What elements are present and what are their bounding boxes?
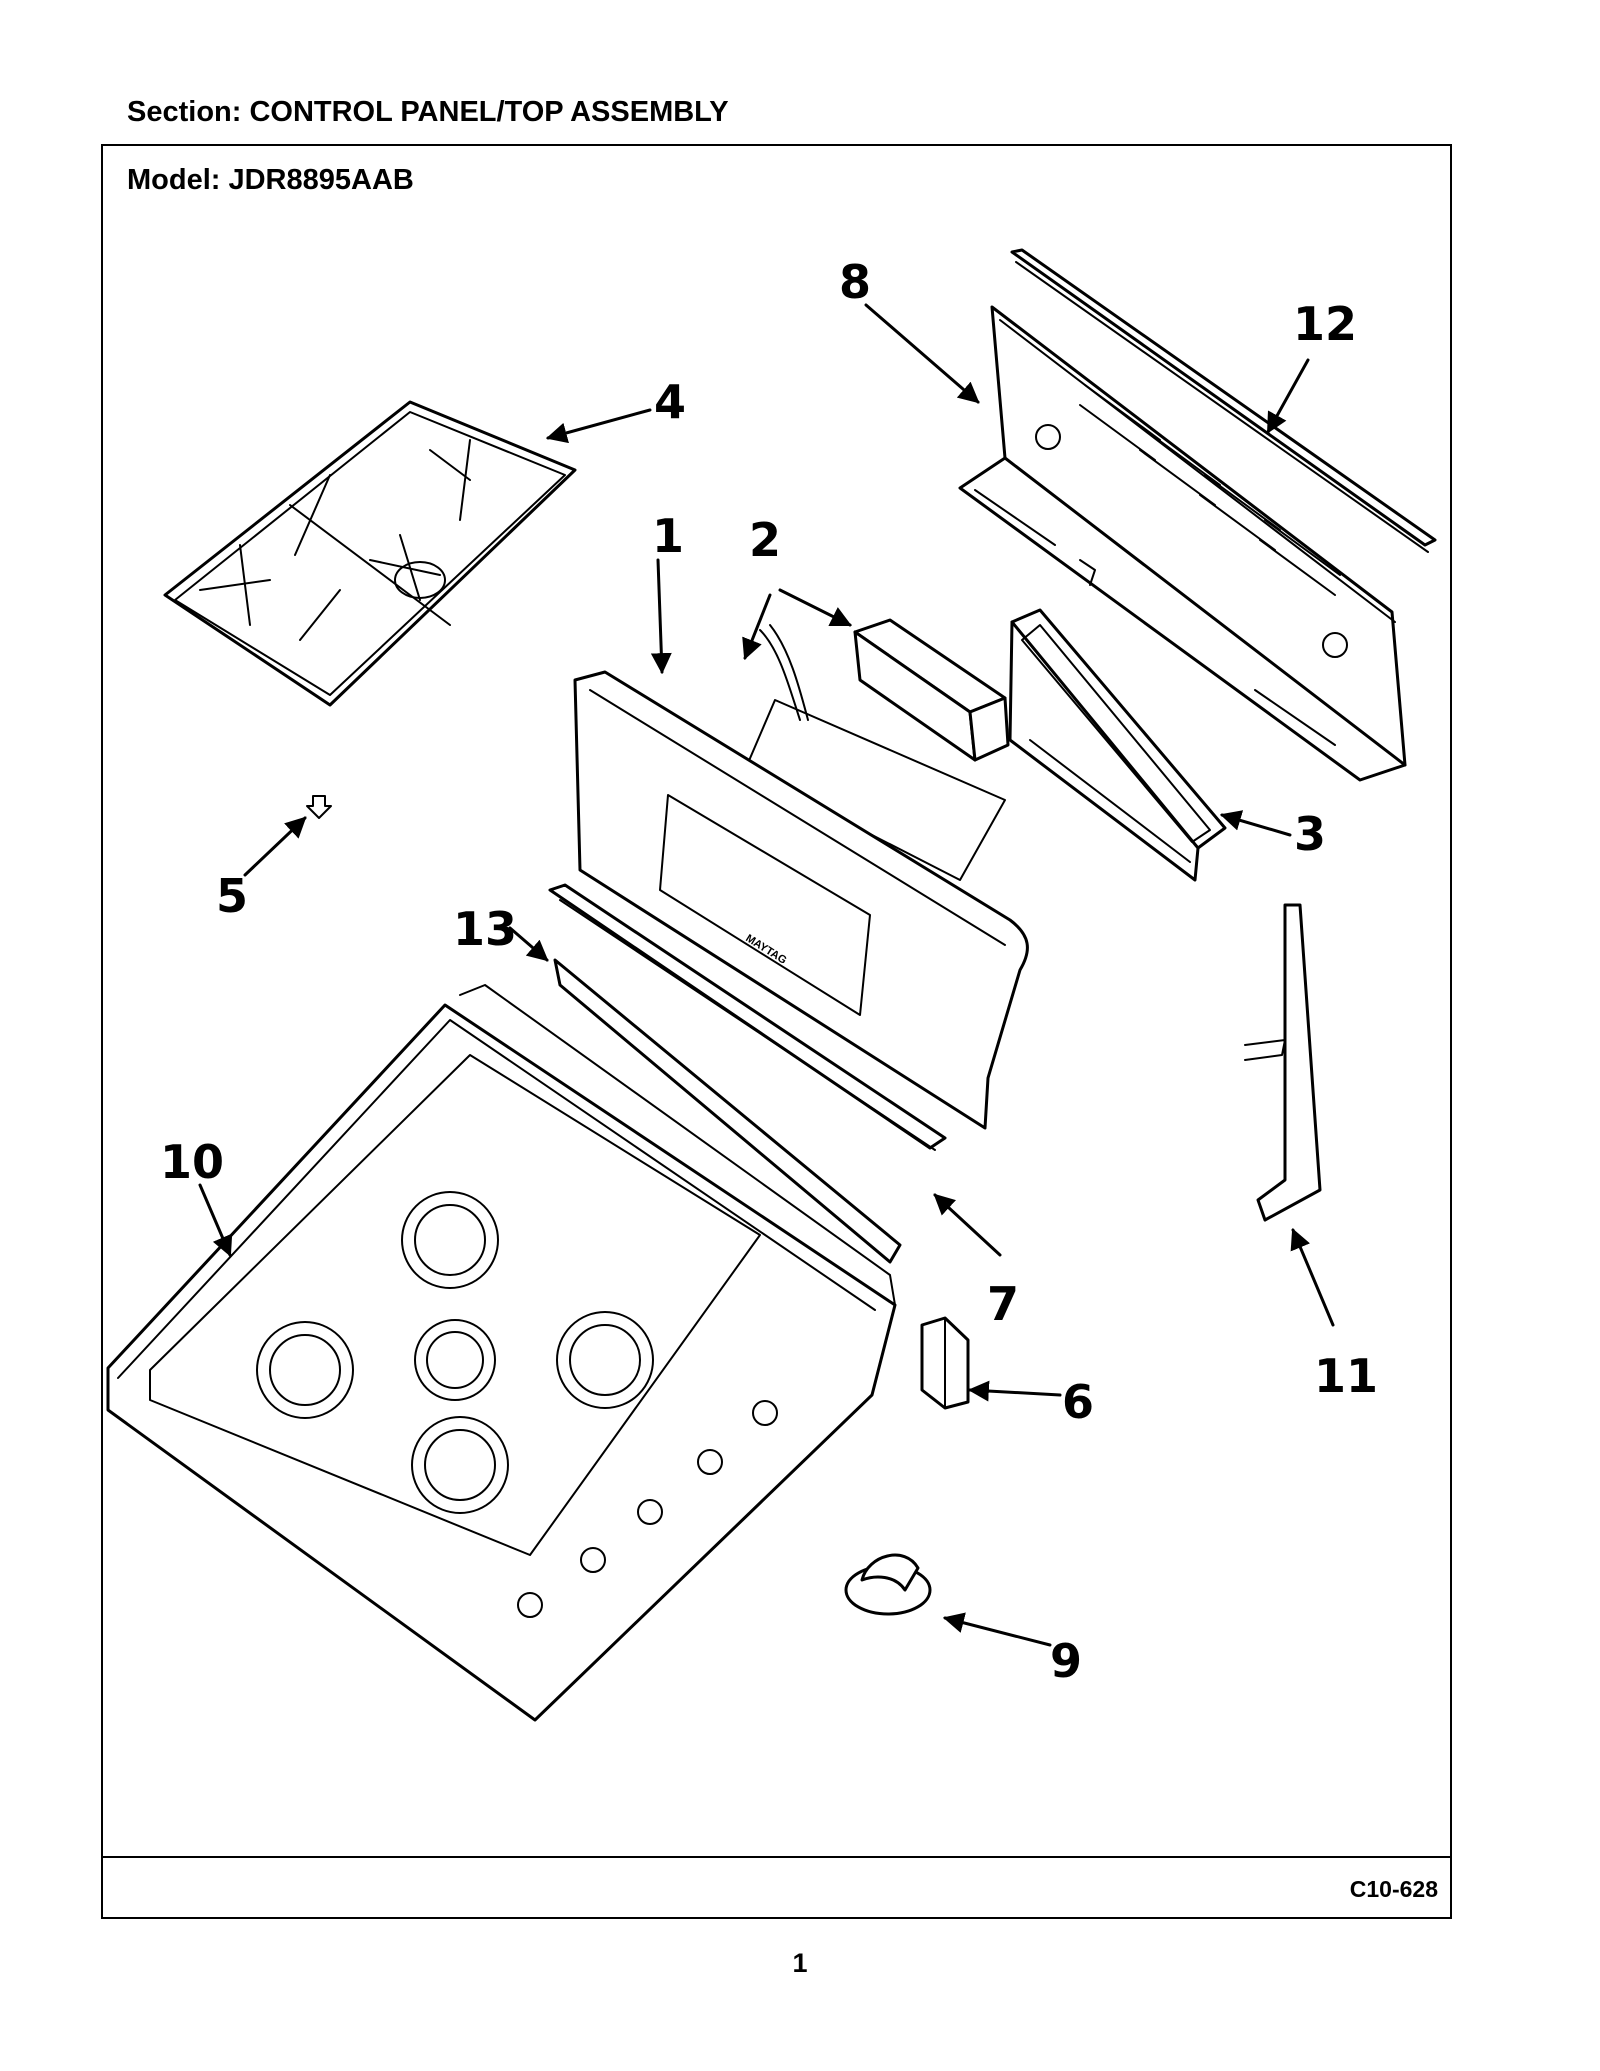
callout-9: 9	[1050, 1634, 1082, 1688]
diagram-code: C10-628	[1349, 1876, 1438, 1902]
callout-labels: 1 2 3 4 5 6 7 8 9 10 11 12 13	[160, 255, 1378, 1688]
callout-8: 8	[839, 255, 871, 309]
callout-2: 2	[749, 513, 781, 567]
callout-6: 6	[1062, 1375, 1094, 1429]
callout-4: 4	[654, 375, 686, 429]
callout-7: 7	[987, 1277, 1019, 1331]
part-3-window-frame	[1008, 608, 1227, 882]
cooktop-knob-positions	[517, 1400, 778, 1618]
part-2-electronic-control	[744, 618, 1010, 881]
callout-12: 12	[1293, 297, 1357, 351]
callout-3: 3	[1294, 807, 1326, 861]
part-13-panel-trim	[548, 883, 947, 1264]
footer-divider	[103, 1856, 1450, 1858]
part-10-cooktop	[106, 984, 897, 1722]
diagram-frame: Model: JDR8895AAB C10-628	[101, 144, 1452, 1919]
model-title: Model: JDR8895AAB	[127, 164, 414, 196]
part-1-control-panel: MAYTAG	[573, 670, 1029, 1130]
callout-1: 1	[652, 509, 684, 563]
cooktop-burners	[256, 1191, 654, 1514]
section-title: Section: CONTROL PANEL/TOP ASSEMBLY	[127, 96, 729, 128]
callout-arrows	[198, 303, 1335, 1647]
callout-10: 10	[160, 1135, 224, 1189]
part-8-backguard-panel	[958, 305, 1407, 782]
part-11-side-bracket	[1244, 903, 1322, 1222]
callout-13: 13	[453, 902, 517, 956]
callout-5: 5	[216, 869, 248, 923]
part-5-grommet	[306, 795, 332, 819]
page-number: 1	[792, 1948, 808, 1978]
part-6-bracket	[920, 1316, 970, 1410]
part-12-trim-strip	[1010, 248, 1437, 553]
part-9-burner-knob	[844, 1553, 932, 1616]
callout-11: 11	[1314, 1349, 1378, 1403]
part-4-burner-grate	[163, 400, 577, 707]
